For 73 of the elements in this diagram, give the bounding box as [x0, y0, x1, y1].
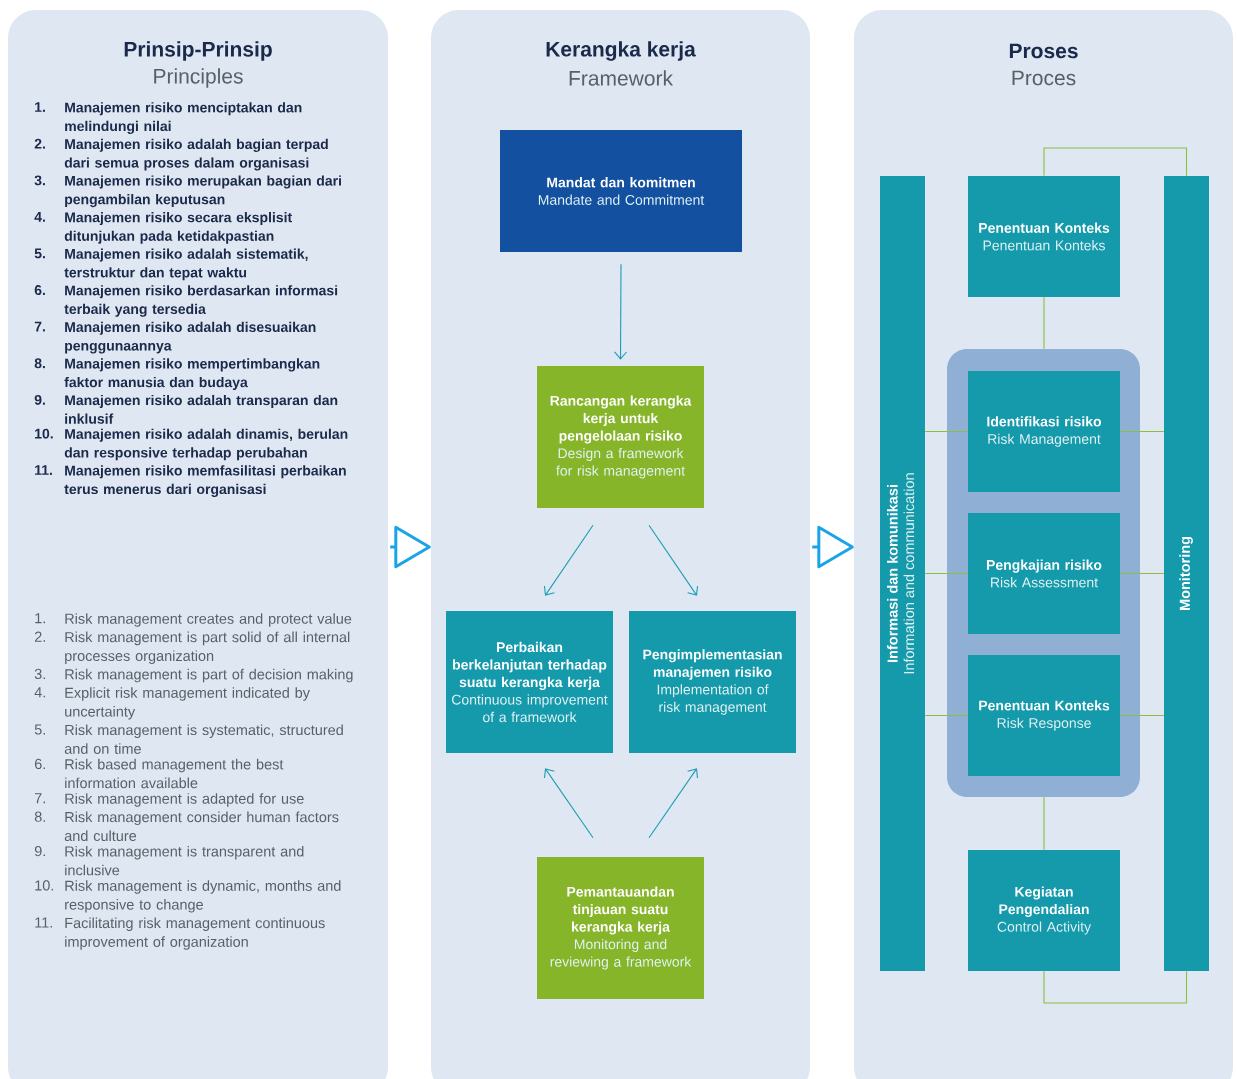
- chevron-arrow: [812, 525, 854, 569]
- list-number: 4.: [34, 212, 45, 222]
- connector-line: [1043, 147, 1188, 177]
- process-box: Penentuan Konteks Risk Response: [968, 655, 1120, 776]
- process-box: Perbaikan berkelanjutan terhadap suatu kerangka kerja Continuous improvement of a framework: [446, 611, 613, 753]
- process-box: Rancangan kerangka kerja untuk pengelolaan risiko Design a framework for risk management: [537, 366, 704, 508]
- chevron-arrow: [390, 525, 431, 569]
- connector-line: [1119, 714, 1165, 717]
- list-item: Risk management is dynamic, months and responsive to change: [65, 880, 341, 913]
- list-number: 2.: [34, 138, 45, 149]
- list-item: Manajemen risiko adalah sistematik, terstruktur dan tepat waktu: [64, 248, 308, 281]
- connector-line: [924, 572, 969, 575]
- list-item: Manajemen risiko memfasilitasi perbaikan terus menerus dari organisasi: [64, 465, 346, 497]
- list-item: Risk management is part solid of all internal processes organization: [65, 631, 350, 664]
- list-item: Risk management is systematic, structured and on time: [64, 724, 343, 754]
- list-item: Manajemen risiko secara eksplisit ditunjukan pada ketidakpastian: [64, 212, 292, 244]
- list-item: Risk management is part of decision making: [65, 668, 353, 683]
- list-number: 7.: [34, 793, 45, 804]
- list-number: 11.: [35, 465, 52, 475]
- connector-line: [1119, 430, 1165, 433]
- list-item: Manajemen risiko merupakan bagian dari pengambilan keputusan: [65, 175, 341, 208]
- list-number: 7.: [34, 321, 45, 332]
- list-number: 3.: [34, 175, 45, 186]
- list-number: 6.: [34, 758, 45, 770]
- list-number: 8.: [34, 811, 45, 822]
- list-number: 3.: [34, 668, 45, 680]
- list-item: Facilitating risk management continuous improvement of organization: [65, 917, 325, 950]
- arrow: [543, 768, 594, 839]
- connector-line: [1119, 572, 1165, 575]
- list-number: 5.: [34, 248, 45, 259]
- list-item: Manajemen risiko mempertimbangkan faktor manusia dan budaya: [64, 358, 320, 390]
- list-item: Manajemen risiko adalah dinamis, berulan dan responsive terhadap perubahan: [64, 428, 348, 461]
- list-number: 1.: [35, 102, 45, 112]
- arrow: [648, 768, 699, 839]
- connector-line: [1043, 796, 1045, 851]
- connector-line: [1043, 970, 1188, 1004]
- list-item: Risk based management the best information available: [65, 758, 284, 789]
- process-box: Mandat dan komitmen Mandate and Commitment: [500, 130, 742, 252]
- list-item: Risk management consider human factors and culture: [64, 811, 339, 841]
- list-item: Risk management creates and protect value: [65, 613, 352, 627]
- list-item: Explicit risk management indicated by uncertainty: [65, 687, 310, 720]
- vertical-bar: Informasi dan komunikasi Information and communication: [880, 176, 925, 971]
- list-item: Manajemen risiko adalah transparan dan inklusif: [65, 394, 338, 424]
- arrow: [614, 263, 628, 360]
- arrow: [648, 524, 699, 596]
- list-number: 9.: [34, 394, 45, 405]
- list-number: 11.: [35, 917, 52, 928]
- list-number: 1.: [35, 613, 45, 624]
- process-box: Kegiatan Pengendalian Control Activity: [968, 850, 1120, 971]
- process-box: Pengkajian risiko Risk Assessment: [968, 513, 1120, 634]
- process-box: Identifikasi risiko Risk Management: [968, 371, 1120, 492]
- list-number: 6.: [34, 285, 45, 296]
- list-item: Manajemen risiko berdasarkan informasi terbaik yang tersedia: [64, 285, 338, 317]
- connector-line: [1043, 296, 1045, 350]
- process-box: Penentuan Konteks Penentuan Konteks: [968, 176, 1120, 297]
- list-item: Risk management is adapted for use: [65, 793, 304, 807]
- list-item: Manajemen risiko adalah disesuaikan penggunaannya: [65, 321, 316, 354]
- connector-line: [924, 430, 969, 433]
- list-item: Manajemen risiko menciptakan dan melindungi nilai: [65, 102, 302, 134]
- list-number: 5.: [34, 724, 45, 735]
- list-item: Manajemen risiko adalah bagian terpad dari semua proses dalam organisasi: [64, 138, 328, 171]
- arrow: [543, 524, 594, 596]
- list-number: 9.: [34, 845, 45, 857]
- connector-line: [924, 714, 969, 717]
- list-number: 4.: [34, 687, 45, 698]
- list-number: 10.: [35, 428, 53, 439]
- list-number: 10.: [35, 880, 54, 891]
- list-number: 8.: [34, 358, 45, 369]
- vertical-bar: Monitoring: [1164, 176, 1209, 971]
- process-box: Pengimplementasian manajemen risiko Implementation of risk management: [629, 611, 796, 753]
- list-number: 2.: [34, 631, 45, 642]
- process-box: Pemantauandan tinjauan suatu kerangka kerja Monitoring and reviewing a framework: [537, 857, 704, 999]
- list-item: Risk management is transparent and inclusive: [65, 845, 304, 876]
